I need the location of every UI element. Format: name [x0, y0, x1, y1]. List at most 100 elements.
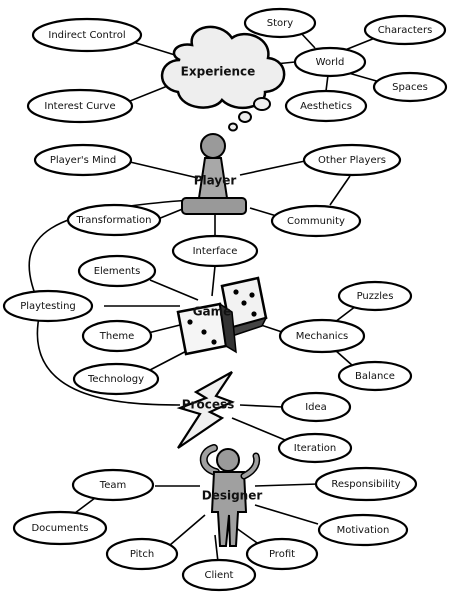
- node-interface: Interface: [171, 234, 259, 268]
- node-shape: [293, 46, 367, 78]
- designer-body: [210, 471, 248, 547]
- designer-raised-arm-fill: [201, 445, 219, 475]
- node-elements: Elements: [77, 254, 157, 288]
- pawn-base: [181, 197, 247, 215]
- node-label: Balance: [355, 371, 395, 382]
- edge-mechanics-balance: [334, 349, 354, 367]
- edge-player-players-mind: [129, 161, 199, 179]
- node-shape: [337, 360, 413, 392]
- node-shape: [280, 391, 352, 423]
- node-shape: [270, 204, 362, 238]
- node-motivation: Motivation: [317, 513, 409, 547]
- node-team: Team: [71, 468, 155, 502]
- node-label: Elements: [94, 266, 141, 277]
- node-label: Indirect Control: [48, 30, 125, 41]
- node-interest-curve: Interest Curve: [26, 88, 134, 124]
- game-dice: Game: [176, 276, 268, 356]
- node-iteration: Iteration: [277, 432, 353, 464]
- edge-interface-game: [211, 265, 216, 297]
- node-shape: [337, 280, 413, 312]
- node-shape: [81, 319, 153, 353]
- node-shape: [2, 289, 94, 323]
- node-other-players: Other Players: [302, 143, 402, 177]
- node-shape: [31, 17, 143, 53]
- node-shape: [363, 14, 447, 46]
- edge-playtesting-loop: [28, 199, 191, 307]
- back-die-pip: [233, 289, 239, 295]
- designer-arm-fill: [242, 454, 259, 478]
- cloud-shape: [160, 25, 286, 109]
- designer-head: [216, 448, 240, 472]
- edge-mechanics-puzzles: [334, 305, 357, 323]
- node-shape: [171, 234, 259, 268]
- pawn-head: [200, 133, 226, 159]
- back-die-pip: [249, 292, 255, 298]
- edge-experience-interest-curve: [124, 84, 171, 104]
- node-documents: Documents: [12, 510, 108, 546]
- node-shape: [12, 510, 108, 546]
- edge-designer-client: [214, 534, 219, 563]
- edge-world-aesthetics: [325, 74, 329, 92]
- node-spaces: Spaces: [372, 71, 448, 103]
- node-label: Interest Curve: [44, 101, 115, 112]
- node-idea: Idea: [280, 391, 352, 423]
- designer-label: Designer: [202, 489, 263, 503]
- designer-figure: Designer: [199, 444, 263, 547]
- node-world: World: [293, 46, 367, 78]
- node-shape: [302, 143, 402, 177]
- node-shape: [105, 537, 179, 571]
- node-label: Player's Mind: [50, 155, 116, 166]
- node-community: Community: [270, 204, 362, 238]
- node-client: Client: [181, 558, 257, 592]
- node-label: Theme: [99, 331, 135, 342]
- edge-process-iteration: [231, 417, 286, 441]
- edge-designer-pitch: [169, 514, 206, 546]
- node-shape: [243, 7, 317, 39]
- edge-other-players-community: [329, 175, 351, 206]
- front-die-side: [219, 302, 237, 354]
- edge-designer-responsibility: [254, 483, 319, 487]
- node-characters: Characters: [363, 14, 447, 46]
- node-shape: [278, 318, 366, 354]
- front-die-pip: [201, 329, 207, 335]
- node-label: Technology: [87, 374, 144, 385]
- edge-team-documents: [74, 497, 96, 514]
- node-label: Puzzles: [357, 291, 394, 302]
- node-shape: [245, 537, 319, 571]
- back-die-pip: [251, 311, 257, 317]
- node-balance: Balance: [337, 360, 413, 392]
- node-label: Profit: [269, 549, 295, 560]
- thought-bubble-small: [228, 122, 238, 132]
- process-bolt: Process: [176, 371, 235, 449]
- node-shape: [26, 88, 134, 124]
- node-shape: [72, 362, 160, 396]
- edge-game-theme: [147, 324, 181, 334]
- node-shape: [66, 203, 162, 237]
- node-label: Client: [205, 570, 234, 581]
- node-label: Responsibility: [331, 479, 400, 490]
- edge-player-transformation: [157, 207, 186, 220]
- node-shape: [372, 71, 448, 103]
- node-playtesting: Playtesting: [2, 289, 94, 323]
- experience-cloud: Experience: [160, 25, 286, 132]
- experience-label: Experience: [181, 65, 256, 79]
- front-die-pip: [211, 339, 217, 345]
- node-shape: [71, 468, 155, 502]
- node-profit: Profit: [245, 537, 319, 571]
- edge-game-elements: [149, 279, 199, 301]
- node-label: Characters: [378, 25, 433, 36]
- node-label: Pitch: [130, 549, 154, 560]
- node-label: Iteration: [294, 443, 336, 454]
- node-label: World: [316, 57, 345, 68]
- node-label: Other Players: [318, 155, 386, 166]
- node-aesthetics: Aesthetics: [284, 89, 368, 123]
- node-label: Playtesting: [20, 301, 76, 312]
- node-label: Team: [99, 480, 126, 491]
- node-label: Spaces: [392, 82, 428, 93]
- edge-designer-motivation: [254, 504, 319, 525]
- node-shape: [284, 89, 368, 123]
- node-label: Mechanics: [296, 331, 349, 342]
- player-pawn: Player: [181, 133, 247, 215]
- node-label: Story: [267, 18, 293, 29]
